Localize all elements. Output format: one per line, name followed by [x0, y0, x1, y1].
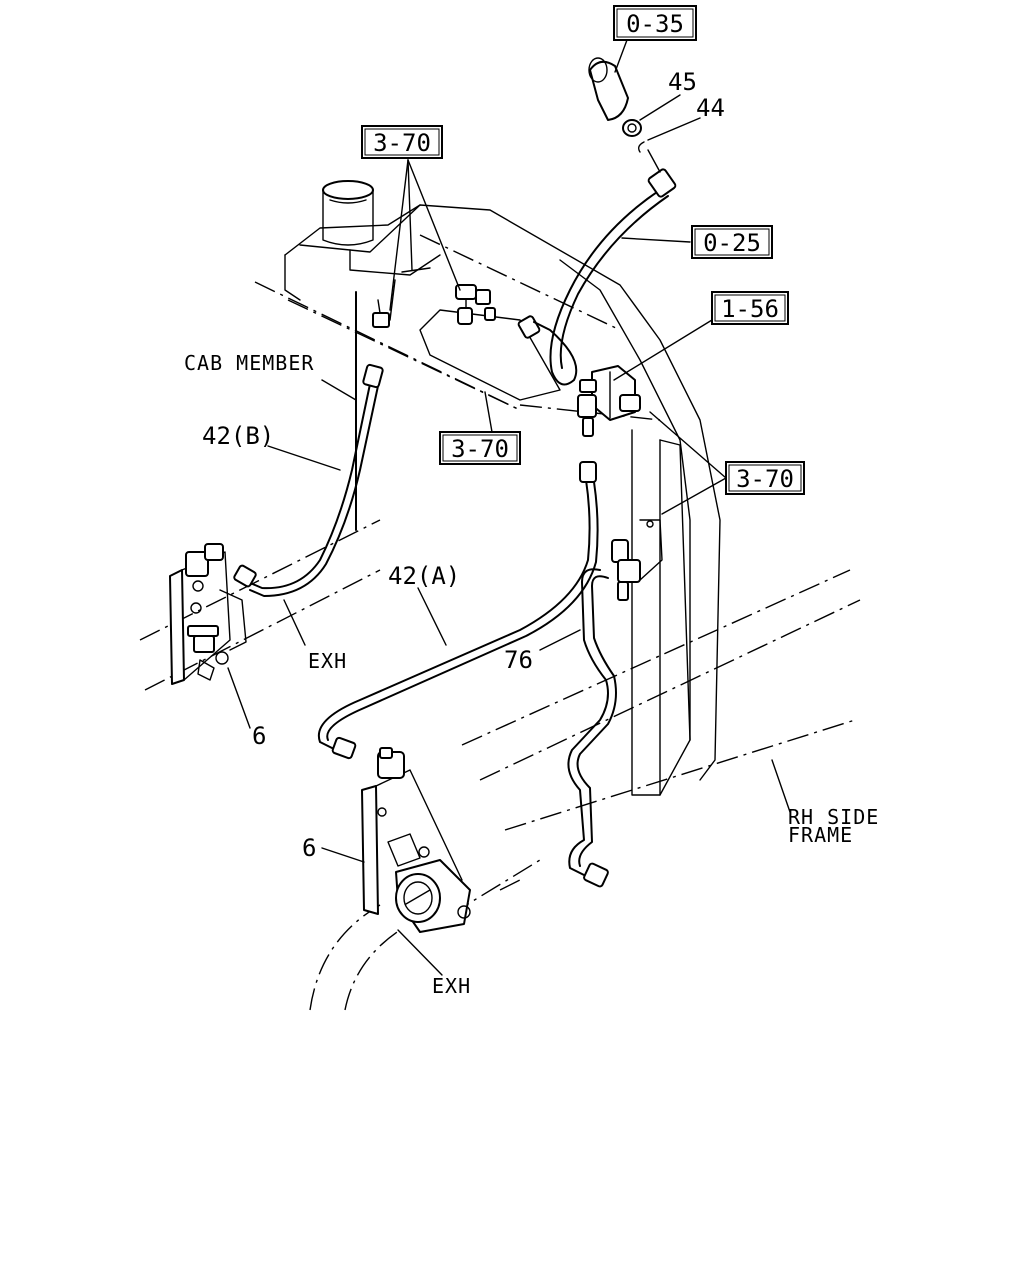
relay-valve-icon — [577, 365, 641, 437]
washer-44-icon — [637, 141, 645, 153]
union-fitting-icon — [517, 315, 541, 339]
svg-text:3-70: 3-70 — [451, 435, 509, 463]
bolt-fitting-icon — [372, 279, 396, 328]
label-exh-lower: EXH — [432, 974, 471, 998]
ref-box-0-25: 0-25 — [691, 225, 773, 259]
label-rh-side-frame-2: FRAME — [788, 823, 853, 847]
part-number-42a: 42(A) — [388, 562, 460, 590]
ref-box-3-70-top: 3-70 — [361, 125, 443, 159]
nut-45-icon — [622, 119, 642, 137]
ref-box-1-56: 1-56 — [711, 291, 789, 325]
brake-chamber-upper-icon — [169, 543, 247, 685]
reservoir-tank-icon — [322, 180, 374, 246]
label-exh-upper: EXH — [308, 649, 347, 673]
svg-text:0-35: 0-35 — [626, 10, 684, 38]
svg-text:3-70: 3-70 — [736, 465, 794, 493]
part-number-45: 45 — [668, 68, 697, 96]
leader-lines — [227, 39, 791, 976]
brake-pipe-42b — [233, 363, 384, 597]
part-number-42b: 42(B) — [202, 422, 274, 450]
label-cab-member: CAB MEMBER — [184, 351, 314, 375]
tee-fitting-icon — [455, 284, 496, 325]
svg-text:3-70: 3-70 — [373, 129, 431, 157]
svg-text:0-25: 0-25 — [703, 229, 761, 257]
brake-pipe-76 — [567, 519, 663, 888]
gauge-component-0-35-icon — [588, 57, 629, 121]
part-number-6-lower: 6 — [302, 834, 316, 862]
ref-box-3-70-mid: 3-70 — [439, 431, 521, 465]
ref-box-3-70-right: 3-70 — [725, 461, 805, 495]
part-number-6-upper: 6 — [252, 722, 266, 750]
ref-box-0-35: 0-35 — [613, 5, 697, 41]
air-hose-0-25 — [533, 149, 677, 386]
label-rh-side-frame-1: RH SIDE — [788, 805, 879, 829]
brake-pipe-42a — [317, 461, 599, 760]
svg-text:1-56: 1-56 — [721, 295, 779, 323]
part-number-44: 44 — [696, 94, 725, 122]
part-number-76: 76 — [504, 646, 533, 674]
brake-chamber-lower-icon — [361, 747, 471, 933]
frame-outlines — [139, 204, 861, 1011]
